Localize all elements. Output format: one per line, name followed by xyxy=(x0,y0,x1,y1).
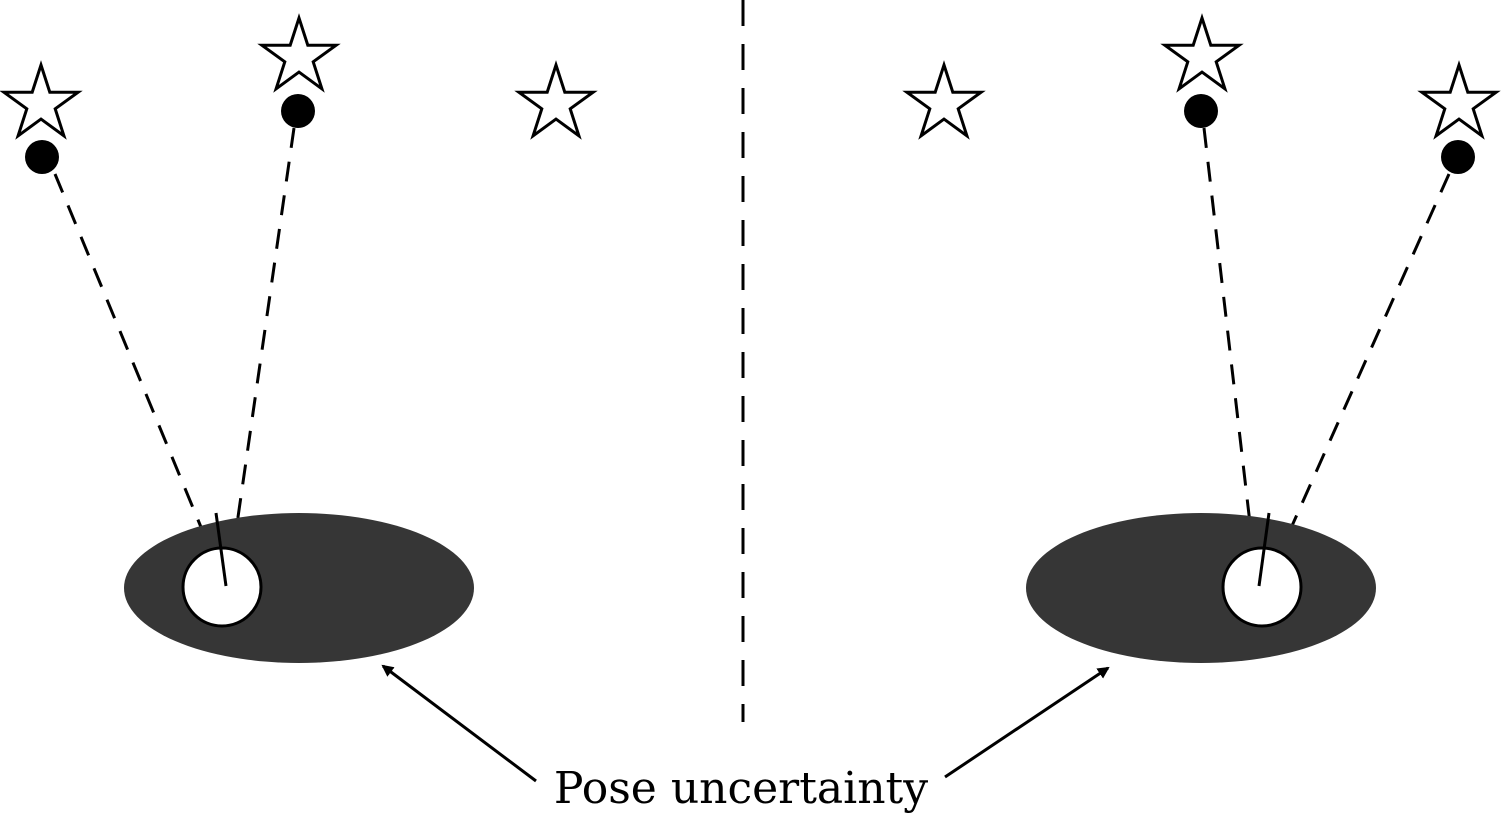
annotation-arrow-right xyxy=(944,666,1110,779)
robot-heading-line xyxy=(214,512,228,587)
observation-ray xyxy=(53,173,205,533)
observed-landmark-dot xyxy=(25,140,59,174)
annotation-label: Pose uncertainty xyxy=(554,763,928,813)
observation-ray xyxy=(1281,173,1451,547)
right-panel xyxy=(902,13,1501,663)
landmark-star-icon xyxy=(257,13,341,93)
landmark-star-icon xyxy=(514,60,598,140)
annotation-arrow-left xyxy=(381,664,537,783)
pose-uncertainty-ellipse xyxy=(124,513,474,663)
robot-icon xyxy=(1221,546,1303,628)
landmark-star-icon xyxy=(902,60,986,140)
observed-landmark-dot xyxy=(281,94,315,128)
landmark-star-icon xyxy=(1417,60,1501,140)
observation-ray xyxy=(1202,127,1253,533)
landmark-star-icon xyxy=(0,60,83,140)
left-panel xyxy=(0,13,598,663)
pose-uncertainty-ellipse xyxy=(1026,513,1376,663)
annotation: Pose uncertainty xyxy=(381,664,1110,813)
landmark-star-icon xyxy=(1160,13,1244,93)
observation-ray xyxy=(235,127,296,525)
robot-heading-line xyxy=(1257,512,1271,587)
observed-landmark-dot xyxy=(1184,94,1218,128)
observed-landmark-dot xyxy=(1441,140,1475,174)
